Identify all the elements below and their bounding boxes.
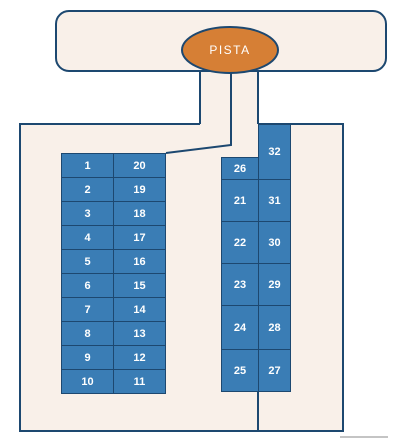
seat-1[interactable]: 1 <box>61 153 114 178</box>
seat-20[interactable]: 20 <box>113 153 166 178</box>
seat-17[interactable]: 17 <box>113 225 166 250</box>
seat-9[interactable]: 9 <box>61 345 114 370</box>
seat-30[interactable]: 30 <box>258 221 291 264</box>
path-line-left <box>165 72 232 154</box>
seat-18[interactable]: 18 <box>113 201 166 226</box>
seat-11[interactable]: 11 <box>113 369 166 394</box>
seat-22[interactable]: 22 <box>221 221 259 264</box>
seat-16[interactable]: 16 <box>113 249 166 274</box>
seat-6[interactable]: 6 <box>61 273 114 298</box>
seat-28[interactable]: 28 <box>258 305 291 350</box>
pista-ellipse <box>181 26 279 74</box>
seat-5[interactable]: 5 <box>61 249 114 274</box>
seat-10[interactable]: 10 <box>61 369 114 394</box>
seat-3[interactable]: 3 <box>61 201 114 226</box>
seat-26[interactable]: 26 <box>221 157 259 180</box>
pista-label: PISTA <box>209 43 251 57</box>
seat-14[interactable]: 14 <box>113 297 166 322</box>
seat-23[interactable]: 23 <box>221 263 259 306</box>
seat-31[interactable]: 31 <box>258 179 291 222</box>
seat-21[interactable]: 21 <box>221 179 259 222</box>
corridor <box>200 72 258 125</box>
seat-27[interactable]: 27 <box>258 349 291 392</box>
seat-12[interactable]: 12 <box>113 345 166 370</box>
seat-2[interactable]: 2 <box>61 177 114 202</box>
seat-19[interactable]: 19 <box>113 177 166 202</box>
seat-32[interactable]: 32 <box>258 124 291 180</box>
seat-8[interactable]: 8 <box>61 321 114 346</box>
seat-29[interactable]: 29 <box>258 263 291 306</box>
seat-13[interactable]: 13 <box>113 321 166 346</box>
seat-25[interactable]: 25 <box>221 349 259 392</box>
seat-7[interactable]: 7 <box>61 297 114 322</box>
seat-24[interactable]: 24 <box>221 305 259 350</box>
seat-15[interactable]: 15 <box>113 273 166 298</box>
seat-4[interactable]: 4 <box>61 225 114 250</box>
